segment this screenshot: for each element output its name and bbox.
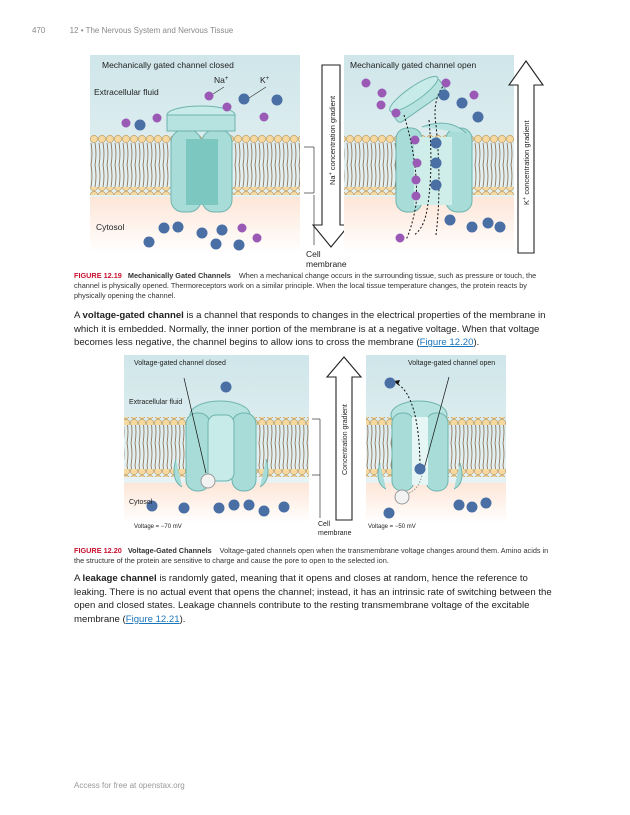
extracellular-label-1: Extracellular fluid — [94, 87, 159, 97]
closed-panel-title: Mechanically gated channel closed — [102, 60, 234, 70]
voltage-closed-channel — [173, 400, 269, 492]
term-leakage: leakage channel — [82, 573, 157, 584]
k-gradient-label: K+ concentration gradient — [522, 120, 531, 205]
cell-membrane-label-2: membrane — [306, 259, 347, 269]
page-number: 470 — [32, 26, 46, 35]
ions-voltage-right — [383, 377, 492, 519]
figure-title: Mechanically Gated Channels — [127, 271, 231, 280]
chapter-title: 12 • The Nervous System and Nervous Tiss… — [69, 26, 234, 35]
k-label: K+ — [260, 75, 270, 85]
figure-12-20: Voltage-gated channel closed Extracellul… — [74, 355, 554, 540]
cytosol-label-2: Cytosol — [129, 499, 153, 506]
cell-membrane-label-1: Cell — [306, 249, 321, 259]
voltage-closed-value: Voltage = −70 mV — [134, 524, 182, 530]
cell-membrane-label-3: Cell — [318, 521, 331, 528]
open-panel-title: Mechanically gated channel open — [350, 60, 476, 70]
ions-right — [361, 78, 506, 243]
link-figure-12-21[interactable]: Figure 12.21 — [125, 613, 180, 625]
concentration-gradient-label: Concentration gradient — [342, 404, 349, 475]
ions-voltage-left — [146, 381, 290, 517]
figure-title: Voltage-Gated Channels — [127, 546, 212, 555]
voltage-open-value: Voltage = −50 mV — [368, 524, 416, 530]
mechanically-gated-illustration: Mechanically gated channel closed Extrac… — [90, 55, 545, 269]
cytosol-label-1: Cytosol — [96, 222, 124, 232]
link-figure-12-20[interactable]: Figure 12.20 — [419, 337, 474, 349]
closed-channel-protein — [166, 105, 236, 213]
cell-membrane-label-4: membrane — [318, 530, 352, 537]
term-voltage-gated: voltage-gated channel — [82, 310, 184, 321]
extracellular-label-2: Extracellular fluid — [129, 399, 182, 406]
concentration-gradient-arrow: Concentration gradient — [325, 356, 363, 521]
page-footer: Access for free at openstax.org — [74, 781, 185, 790]
running-header: 470 12 • The Nervous System and Nervous … — [32, 26, 233, 35]
ions-left — [121, 91, 283, 251]
paragraph-voltage-gated: A voltage-gated channel is a channel tha… — [74, 310, 546, 349]
ion-flow-paths — [403, 84, 445, 241]
figure-caption-text: Voltage-gated channels open when the tra… — [74, 546, 549, 565]
figure-caption-text: When a mechanical change occurs in the s… — [74, 271, 537, 300]
k-gradient-arrow: K+ concentration gradient — [507, 60, 545, 254]
figure-12-19: Mechanically gated channel closed Extrac… — [74, 55, 554, 270]
voltage-gated-illustration: Voltage-gated channel closed Extracellul… — [124, 355, 506, 537]
paragraph-leakage: A leakage channel is randomly gated, mea… — [74, 573, 552, 625]
voltage-closed-title: Voltage-gated channel closed — [134, 360, 226, 367]
na-label: Na+ — [214, 75, 229, 85]
voltage-open-title: Voltage-gated channel open — [408, 360, 495, 367]
figure-label: FIGURE 12.19 — [74, 271, 122, 280]
na-gradient-arrow: Na+ concentration gradient — [311, 64, 351, 248]
na-gradient-label: Na+ concentration gradient — [328, 95, 337, 185]
figure-label: FIGURE 12.20 — [74, 546, 122, 555]
